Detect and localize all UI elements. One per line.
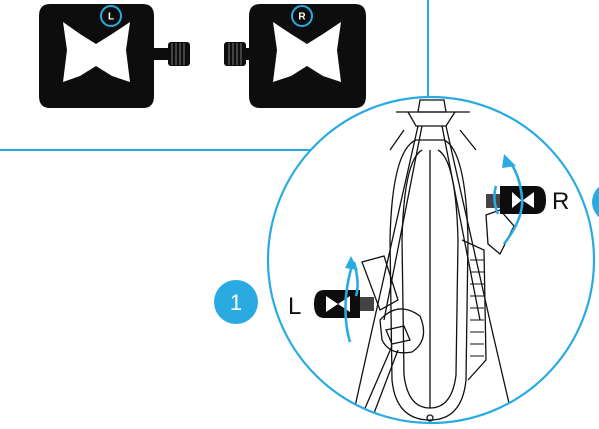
right-pedal-badge [291,5,313,27]
detail-right-rotation-arrow-icon [493,154,524,245]
left-pedal-thread-nut [168,42,190,66]
step-number: 1 [230,290,242,315]
left-pedal-axle [154,48,168,60]
detail-circle-background [268,97,594,423]
right-pedal-thread-nut [224,42,246,66]
pedal-reference-panel: L R [0,0,429,151]
left-pedal-label: L [108,12,114,23]
left-pedal-illustration: L [39,4,190,108]
detail-left-label: L [288,293,301,320]
bike-detail-view: R L [266,95,596,425]
next-step-badge-partial [592,186,599,218]
step-badge: 1 [214,280,258,324]
step-badge-circle [214,280,258,324]
detail-left-pedal [314,290,374,318]
left-pedal-badge [100,5,122,27]
right-pedal-body [249,4,366,108]
left-pedal-body [39,4,154,108]
detail-circle-border [266,95,596,425]
detail-right-label: R [552,188,569,215]
right-pedal-illustration: R [224,4,366,108]
right-pedal-label: R [298,12,306,23]
detail-left-rotation-arrow-icon [344,256,359,343]
